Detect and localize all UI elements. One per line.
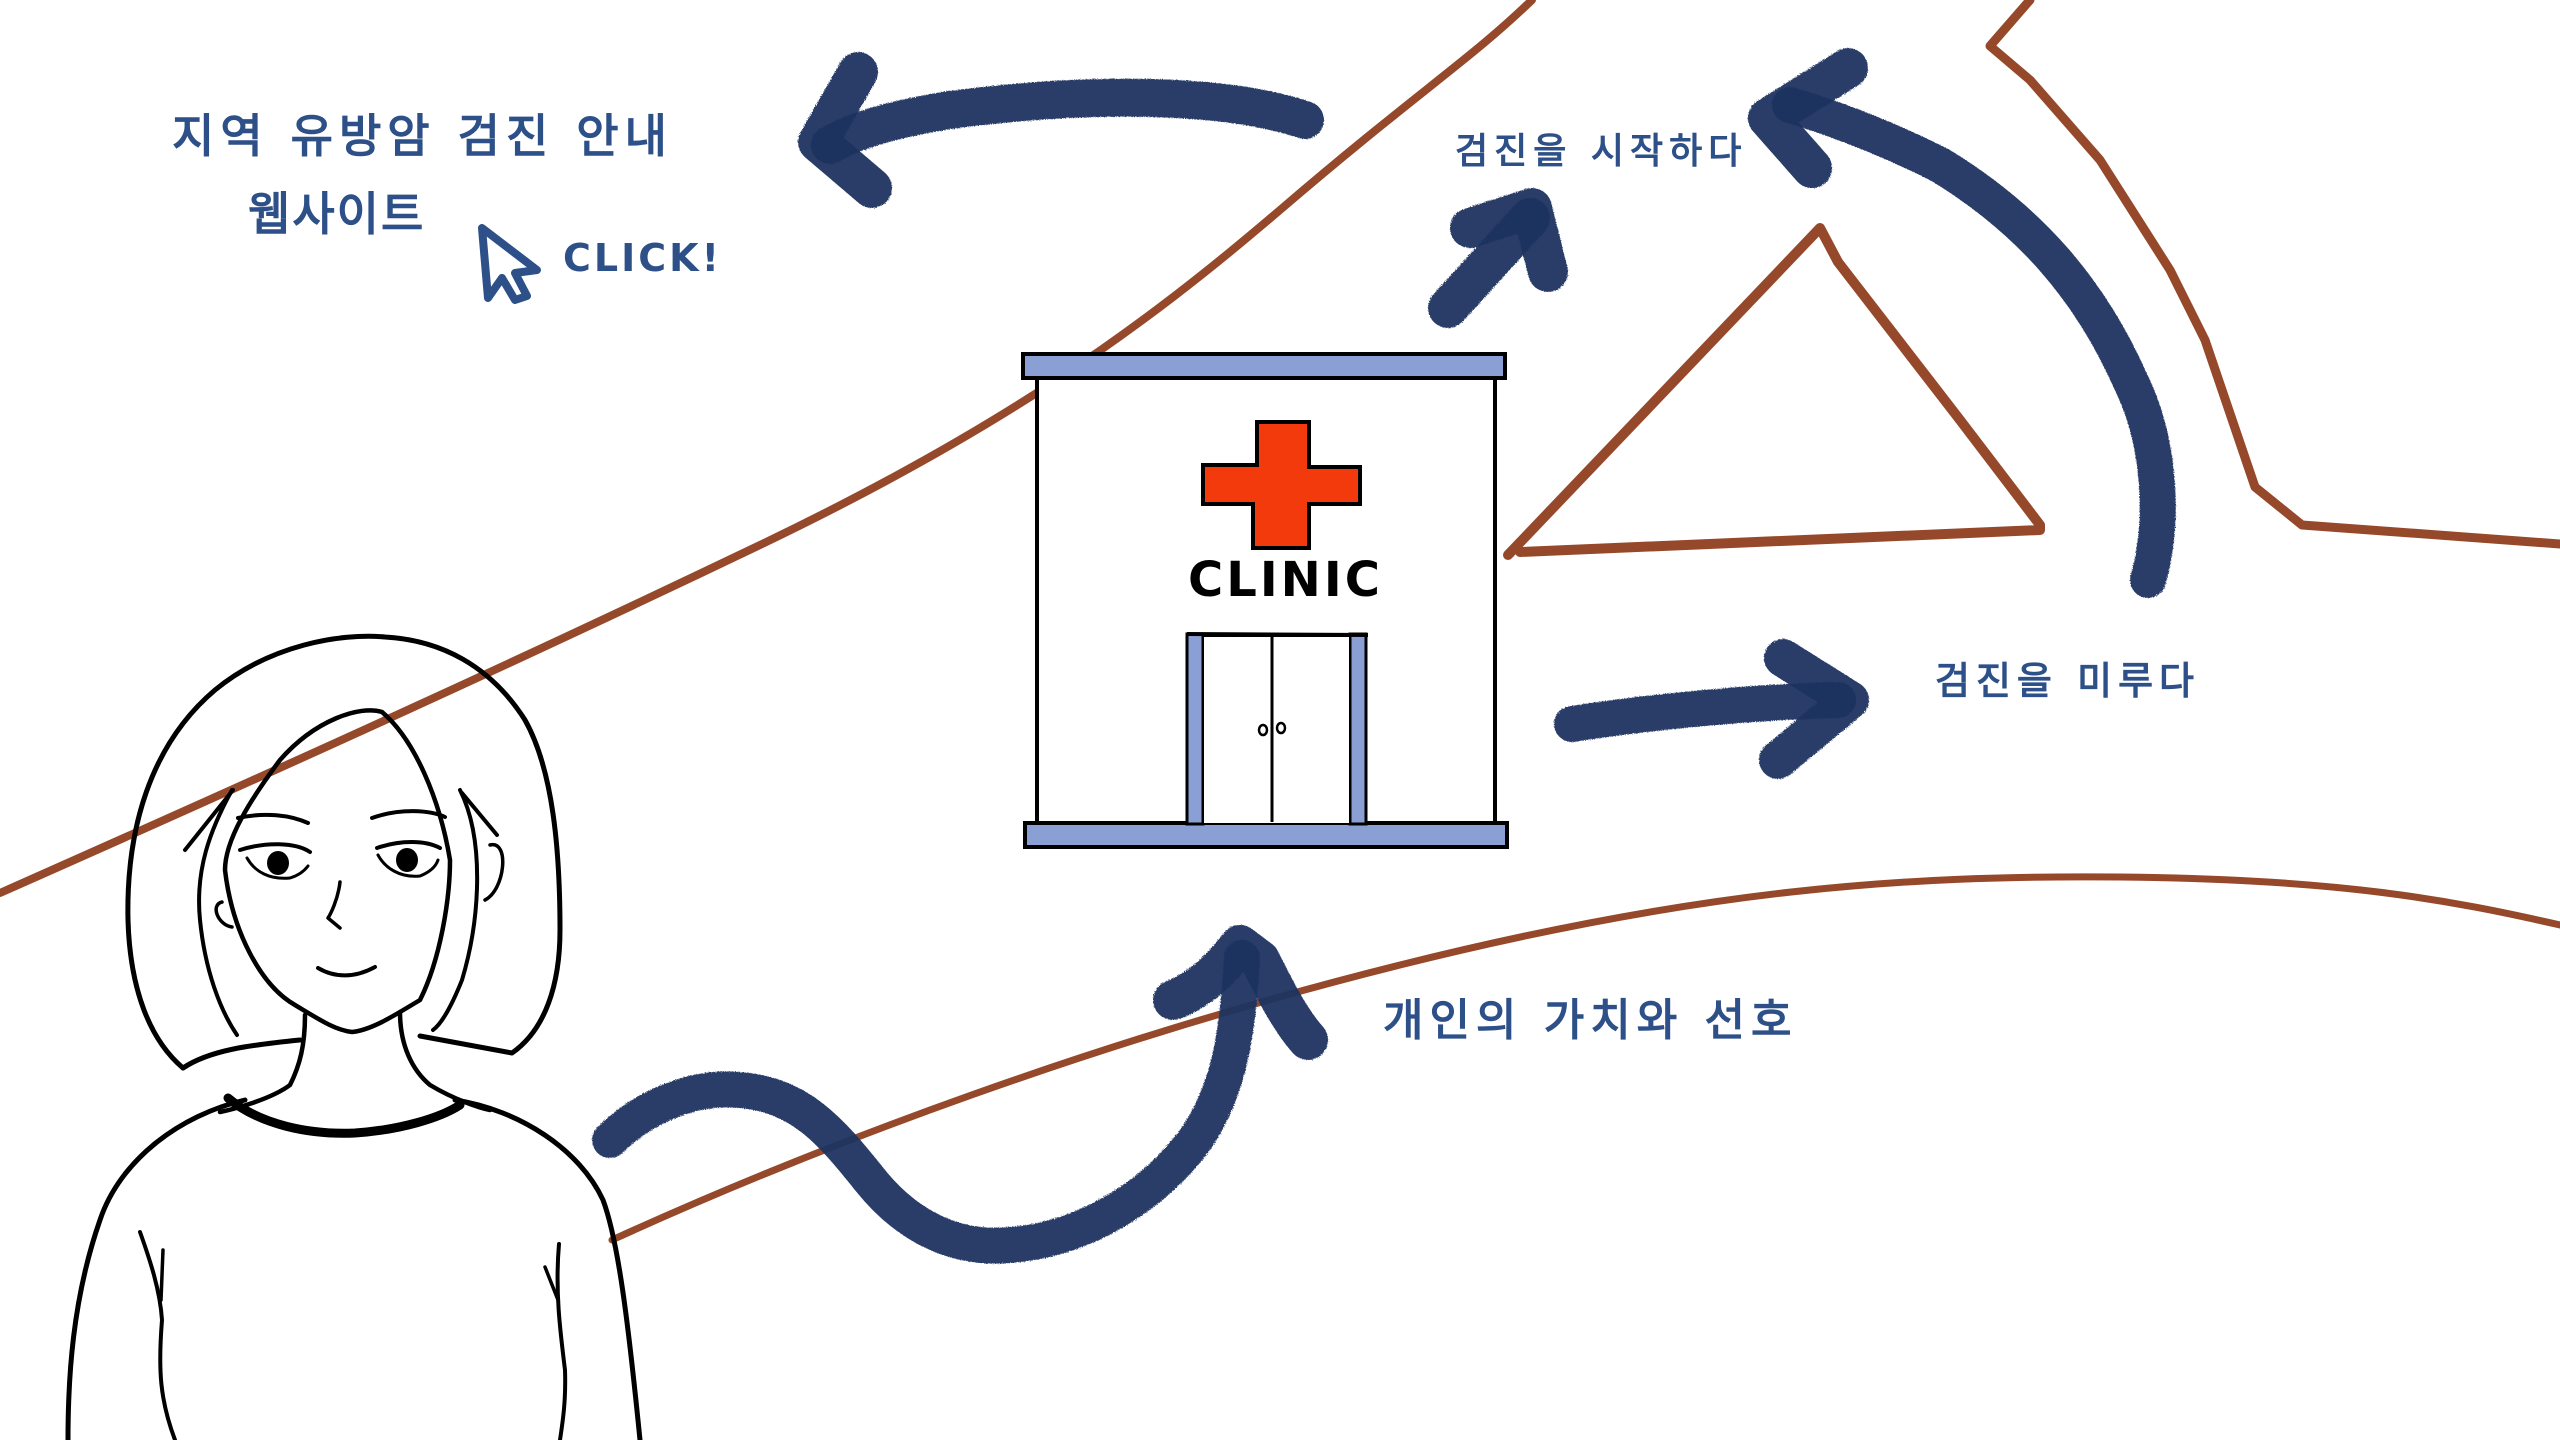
hair-strand-right bbox=[431, 788, 480, 1032]
arm-fold-left bbox=[138, 1230, 177, 1440]
neck-right bbox=[397, 1009, 493, 1113]
pupil-right bbox=[396, 848, 418, 872]
hair-strand-left bbox=[197, 788, 239, 1037]
arm-fold-left-2 bbox=[159, 1248, 165, 1302]
hair-strand-right-2 bbox=[460, 791, 499, 837]
arrow-woman-to-clinic bbox=[592, 925, 1328, 1264]
eye-left-lower bbox=[245, 856, 310, 880]
triangle-shape bbox=[1503, 223, 2045, 560]
sweater-shoulders bbox=[65, 1097, 643, 1440]
pupil-left bbox=[267, 851, 289, 875]
door-knob-right bbox=[1275, 721, 1287, 735]
face-outline bbox=[222, 708, 453, 1035]
door-frame-right bbox=[1348, 632, 1368, 826]
clinic-base bbox=[1023, 821, 1509, 849]
door-knob-left bbox=[1257, 723, 1269, 737]
red-cross-icon bbox=[1201, 420, 1362, 550]
arm-fold-right bbox=[555, 1242, 568, 1440]
hair-strand-left-2 bbox=[183, 788, 235, 852]
clinic-building[interactable] bbox=[1021, 352, 1509, 849]
path-lines bbox=[0, 0, 2560, 1244]
arrow-to-start bbox=[1428, 188, 1568, 328]
ear-left bbox=[214, 900, 234, 929]
upper-path-line bbox=[0, 0, 1536, 897]
right-path-line bbox=[1985, 0, 2560, 549]
arm-fold-right-2 bbox=[543, 1265, 560, 1302]
start-screening-label: 검진을 시작하다 bbox=[1455, 131, 1748, 172]
hair-outline-bottom-left bbox=[180, 1037, 303, 1071]
eye-left-upper bbox=[238, 842, 312, 854]
door-top bbox=[1186, 632, 1369, 637]
arrow-to-website bbox=[798, 52, 1324, 208]
delay-screening-label: 검진을 미루다 bbox=[1935, 659, 2200, 703]
clinic-roof bbox=[1021, 352, 1507, 380]
eyebrow-right bbox=[370, 809, 447, 820]
door-frame-left bbox=[1185, 632, 1205, 826]
click-label: CLICK! bbox=[563, 236, 722, 280]
nose bbox=[326, 880, 342, 930]
eye-right-upper bbox=[375, 840, 442, 850]
arrow-to-delay bbox=[1554, 639, 1869, 779]
woman-illustration bbox=[65, 633, 643, 1440]
collar bbox=[223, 1093, 465, 1138]
website-link-text[interactable]: 지역 유방암 검진 안내 bbox=[172, 109, 673, 163]
hair-outline bbox=[125, 633, 563, 1071]
lower-path-line bbox=[608, 873, 2560, 1244]
mouse-pointer-icon[interactable] bbox=[478, 224, 541, 304]
website-link-text-line2[interactable]: 웹사이트 bbox=[248, 187, 426, 241]
eye-right-lower bbox=[376, 853, 440, 878]
ear-right bbox=[483, 843, 505, 902]
personal-values-label: 개인의 가치와 선호 bbox=[1383, 995, 1798, 1046]
arrow-delay-to-start bbox=[1748, 48, 2176, 598]
arrows bbox=[592, 48, 2176, 1264]
clinic-sign: CLINIC bbox=[1188, 552, 1383, 608]
eyebrow-left bbox=[236, 812, 310, 825]
mouth-smile bbox=[316, 965, 377, 978]
